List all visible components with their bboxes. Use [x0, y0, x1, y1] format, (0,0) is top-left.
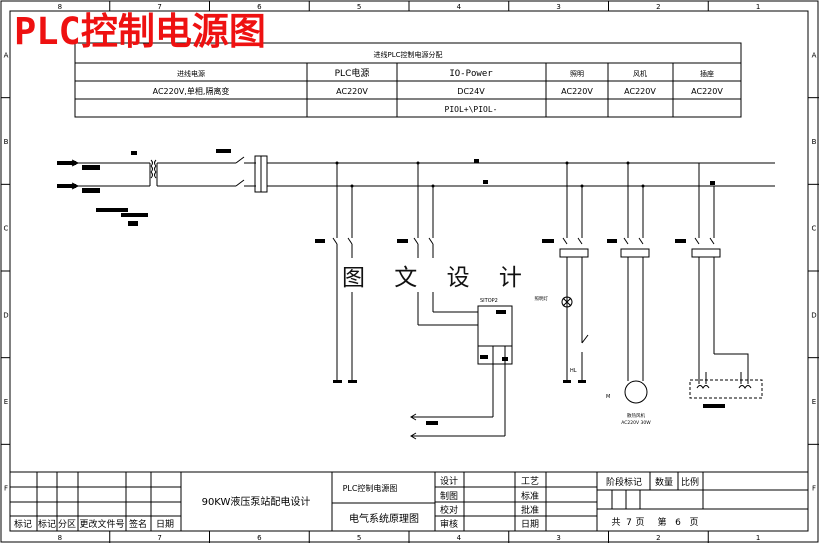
- ruler-column-label: 2: [656, 3, 660, 11]
- drawing-name: PLC控制电源图: [343, 483, 398, 493]
- table-header-io: IO-Power: [449, 69, 493, 79]
- ruler-row-label: A: [4, 51, 9, 59]
- ruler-column-label: 2: [656, 534, 660, 542]
- redacted-tags: [57, 149, 725, 425]
- ruler-column-label: 6: [257, 534, 262, 542]
- branch-breaker-icon: [623, 237, 644, 245]
- circuit-schematic: [58, 155, 775, 440]
- ruler-row-label: F: [812, 485, 816, 493]
- table-cell-io: DC24V: [457, 87, 485, 96]
- table-header-socket: 插座: [700, 69, 714, 78]
- table-header-incoming: 进线电源: [177, 69, 205, 78]
- ruler-column-label: 3: [556, 534, 560, 542]
- ruler-column-label: 3: [556, 3, 560, 11]
- total-page-unit: 页: [635, 517, 644, 528]
- table-header-plc: PLC电源: [335, 67, 370, 79]
- arrow-icon: [410, 413, 417, 440]
- table-cell-plc: AC220V: [336, 87, 368, 96]
- ruler-column-label: 1: [756, 534, 760, 542]
- table-header-fan: 风机: [633, 69, 647, 78]
- power-table-title: 进线PLC控制电源分配: [373, 50, 442, 59]
- quantity-label: 数量: [655, 476, 673, 488]
- scale-label: 比例: [681, 476, 699, 488]
- stage-label: 阶段标记: [606, 476, 642, 488]
- page-title: PLC控制电源图: [14, 10, 266, 53]
- ruler-row-label: A: [812, 51, 817, 59]
- ruler-row-label: D: [3, 311, 8, 319]
- revision-header-sign: 签名: [129, 518, 147, 530]
- lamp-icon: [561, 296, 573, 308]
- branch-breaker-icon: [694, 237, 715, 245]
- ruler-column-label: 5: [357, 534, 361, 542]
- transformer-icon: [150, 159, 157, 179]
- revision-header-mark: 标记: [14, 518, 32, 530]
- lamp-tag-label: HL: [570, 368, 577, 374]
- sheet-page-unit: 页: [689, 517, 698, 528]
- breaker-icon: [235, 156, 256, 187]
- ruler-column-label: 4: [457, 3, 462, 11]
- table-cell-io-terminals: PIOL+\PIOL-: [445, 105, 498, 114]
- role-date: 日期: [521, 519, 539, 530]
- revision-header-zone: 分区: [58, 519, 76, 530]
- revision-header-date: 日期: [156, 519, 174, 530]
- lamp-caption: 照明灯: [535, 295, 549, 302]
- title-block-text: 标记 标记 分区 更改文件号 签名 日期 90KW液压泵站配电设计 PLC控制电…: [14, 475, 699, 530]
- ruler-row-label: B: [4, 138, 9, 146]
- watermark-text: 图 文 设 计: [338, 258, 537, 292]
- power-supply-module: [477, 305, 513, 365]
- ruler-row-label: C: [812, 225, 817, 233]
- fan-caption-2: AC220V 30W: [621, 420, 651, 426]
- revision-header-doc: 更改文件号: [79, 518, 124, 530]
- branch-breaker-icon: [413, 237, 434, 245]
- ruler-column-label: 6: [257, 3, 262, 11]
- project-name: 90KW液压泵站配电设计: [202, 495, 311, 508]
- total-pages: 7: [626, 518, 632, 528]
- table-cell-socket: AC220V: [691, 87, 723, 96]
- socket-box: [689, 379, 763, 399]
- plc-module-label: SITOP2: [480, 298, 498, 304]
- ruler-column-label: 4: [457, 534, 462, 542]
- system-name: 电气系统原理图: [349, 512, 419, 525]
- role-review: 审核: [440, 518, 458, 530]
- ruler-column-label: 5: [357, 3, 361, 11]
- ruler-column-label: 8: [58, 534, 62, 542]
- sheet-number: 6: [675, 518, 681, 528]
- ruler-row-label: E: [4, 398, 8, 406]
- branch-breaker-icon: [332, 237, 353, 245]
- table-header-lighting: 照明: [570, 70, 584, 78]
- ruler-column-label: 7: [157, 3, 161, 11]
- role-design: 设计: [440, 475, 458, 487]
- branch-breaker-icon: [562, 237, 583, 245]
- ruler-row-label: E: [812, 398, 816, 406]
- total-label: 共: [611, 517, 620, 528]
- fan-motor-icon: [624, 380, 648, 404]
- table-cell-lighting: AC220V: [561, 87, 593, 96]
- fan-caption-1: 散热风机: [627, 412, 645, 419]
- ruler-row-label: D: [811, 311, 816, 319]
- ruler-column-label: 1: [756, 3, 760, 11]
- junction-dots: [335, 161, 645, 188]
- title-block: [9, 471, 809, 532]
- revision-header-mark-2: 标记: [38, 518, 56, 530]
- role-draw: 制图: [440, 490, 458, 502]
- ruler-row-label: B: [812, 138, 817, 146]
- role-standard: 标准: [521, 490, 539, 502]
- ruler-column-label: 7: [157, 534, 161, 542]
- role-process: 工艺: [521, 476, 539, 487]
- power-table: 进线PLC控制电源分配 进线电源 PLC电源 IO-Power 照明 风机 插座…: [74, 42, 742, 118]
- socket-icon: [696, 372, 752, 389]
- role-approve: 批准: [521, 504, 539, 516]
- table-cell-fan: AC220V: [624, 87, 656, 96]
- sheet-label: 第: [657, 516, 666, 528]
- role-check: 校对: [440, 504, 458, 516]
- ruler-row-label: F: [4, 485, 8, 493]
- fan-tag-label: M: [606, 394, 610, 400]
- table-cell-incoming: AC220V,单相,隔离变: [153, 86, 230, 96]
- ruler-row-label: C: [4, 225, 9, 233]
- ruler-column-label: 8: [58, 3, 62, 11]
